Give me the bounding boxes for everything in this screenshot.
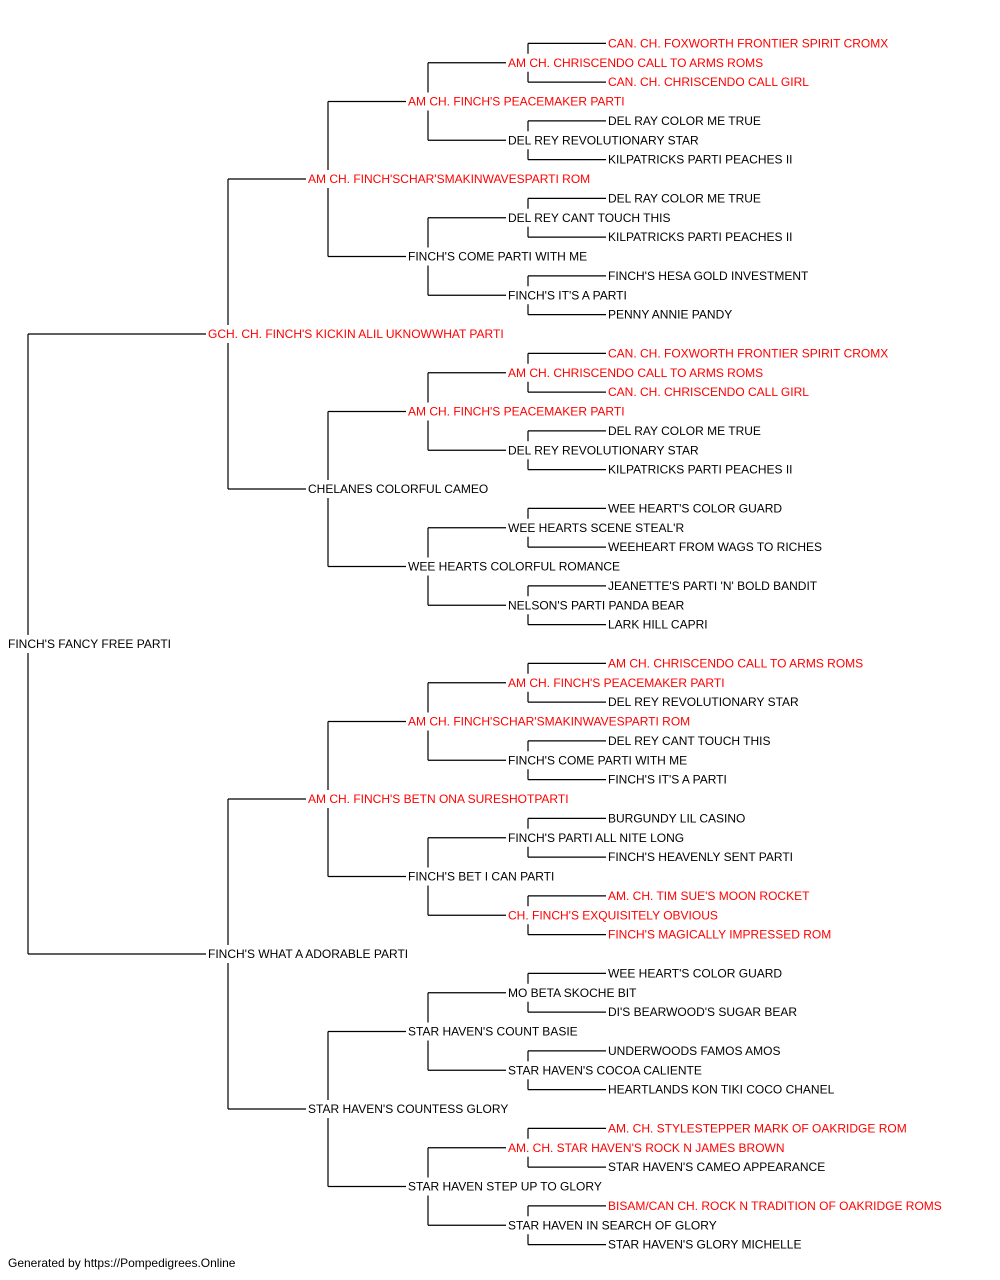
ancestor-name[interactable]: AM CH. FINCH'SCHAR'SMAKINWAVESPARTI ROM	[308, 172, 590, 186]
ancestor-name[interactable]: MO BETA SKOCHE BIT	[508, 986, 637, 1000]
ancestor-name[interactable]: UNDERWOODS FAMOS AMOS	[608, 1044, 780, 1058]
ancestor-name[interactable]: KILPATRICKS PARTI PEACHES II	[608, 153, 793, 167]
ancestor-name[interactable]: BURGUNDY LIL CASINO	[608, 811, 745, 825]
footer-credit: Generated by https://Pompedigrees.Online	[8, 1256, 236, 1270]
ancestor-name[interactable]: STAR HAVEN STEP UP TO GLORY	[408, 1180, 602, 1194]
ancestor-name[interactable]: FINCH'S COME PARTI WITH ME	[408, 250, 587, 264]
ancestor-name[interactable]: CAN. CH. CHRISCENDO CALL GIRL	[608, 385, 809, 399]
ancestor-name[interactable]: WEE HEARTS COLORFUL ROMANCE	[408, 560, 620, 574]
ancestor-name[interactable]: AM CH. FINCH'SCHAR'SMAKINWAVESPARTI ROM	[408, 715, 690, 729]
ancestor-name[interactable]: FINCH'S FANCY FREE PARTI	[8, 637, 171, 651]
ancestor-name[interactable]: FINCH'S COME PARTI WITH ME	[508, 753, 687, 767]
ancestor-name[interactable]: FINCH'S HESA GOLD INVESTMENT	[608, 269, 809, 283]
ancestor-name[interactable]: STAR HAVEN IN SEARCH OF GLORY	[508, 1218, 717, 1232]
ancestor-name[interactable]: GCH. CH. FINCH'S KICKIN ALIL UKNOWWHAT P…	[208, 327, 504, 341]
ancestor-name[interactable]: FINCH'S WHAT A ADORABLE PARTI	[208, 947, 408, 961]
ancestor-name[interactable]: FINCH'S IT'S A PARTI	[608, 773, 727, 787]
ancestor-name[interactable]: STAR HAVEN'S CAMEO APPEARANCE	[608, 1160, 825, 1174]
ancestor-name[interactable]: BISAM/CAN CH. ROCK N TRADITION OF OAKRID…	[608, 1199, 942, 1213]
ancestor-name[interactable]: AM. CH. TIM SUE'S MOON ROCKET	[608, 889, 810, 903]
ancestor-name[interactable]: WEEHEART FROM WAGS TO RICHES	[608, 540, 822, 554]
ancestor-name[interactable]: STAR HAVEN'S COUNTESS GLORY	[308, 1102, 508, 1116]
ancestor-name[interactable]: FINCH'S HEAVENLY SENT PARTI	[608, 850, 793, 864]
ancestor-name[interactable]: AM CH. FINCH'S PEACEMAKER PARTI	[408, 405, 625, 419]
ancestor-name[interactable]: DI'S BEARWOOD'S SUGAR BEAR	[608, 1005, 797, 1019]
ancestor-name[interactable]: STAR HAVEN'S COCOA CALIENTE	[508, 1063, 702, 1077]
ancestor-name[interactable]: DEL RAY COLOR ME TRUE	[608, 424, 761, 438]
ancestor-name[interactable]: STAR HAVEN'S COUNT BASIE	[408, 1025, 578, 1039]
ancestor-name[interactable]: DEL REY REVOLUTIONARY STAR	[508, 133, 699, 147]
ancestor-name[interactable]: JEANETTE'S PARTI 'N' BOLD BANDIT	[608, 579, 818, 593]
ancestor-name[interactable]: DEL RAY COLOR ME TRUE	[608, 191, 761, 205]
ancestor-name[interactable]: AM CH. CHRISCENDO CALL TO ARMS ROMS	[508, 56, 763, 70]
ancestor-name[interactable]: CAN. CH. CHRISCENDO CALL GIRL	[608, 75, 809, 89]
ancestor-name[interactable]: DEL RAY COLOR ME TRUE	[608, 114, 761, 128]
ancestor-name[interactable]: DEL REY REVOLUTIONARY STAR	[508, 443, 699, 457]
ancestor-name[interactable]: NELSON'S PARTI PANDA BEAR	[508, 598, 685, 612]
ancestor-name[interactable]: FINCH'S IT'S A PARTI	[508, 288, 627, 302]
ancestor-name[interactable]: DEL REY REVOLUTIONARY STAR	[608, 695, 799, 709]
ancestor-name[interactable]: CHELANES COLORFUL CAMEO	[308, 482, 488, 496]
ancestor-name[interactable]: KILPATRICKS PARTI PEACHES II	[608, 230, 793, 244]
ancestor-name[interactable]: AM CH. CHRISCENDO CALL TO ARMS ROMS	[608, 656, 863, 670]
ancestor-name[interactable]: FINCH'S MAGICALLY IMPRESSED ROM	[608, 928, 831, 942]
ancestor-name[interactable]: LARK HILL CAPRI	[608, 618, 708, 632]
ancestor-name[interactable]: FINCH'S PARTI ALL NITE LONG	[508, 831, 684, 845]
ancestor-name[interactable]: PENNY ANNIE PANDY	[608, 308, 732, 322]
ancestor-name[interactable]: DEL REY CANT TOUCH THIS	[508, 211, 671, 225]
ancestor-name[interactable]: DEL REY CANT TOUCH THIS	[608, 734, 771, 748]
ancestor-name[interactable]: HEARTLANDS KON TIKI COCO CHANEL	[608, 1083, 835, 1097]
ancestor-name[interactable]: WEE HEART'S COLOR GUARD	[608, 966, 782, 980]
ancestor-name[interactable]: CAN. CH. FOXWORTH FRONTIER SPIRIT CROMX	[608, 346, 888, 360]
ancestor-name[interactable]: FINCH'S BET I CAN PARTI	[408, 870, 554, 884]
ancestor-name[interactable]: CH. FINCH'S EXQUISITELY OBVIOUS	[508, 908, 718, 922]
ancestor-name[interactable]: AM. CH. STAR HAVEN'S ROCK N JAMES BROWN	[508, 1141, 785, 1155]
ancestor-name[interactable]: AM. CH. STYLESTEPPER MARK OF OAKRIDGE RO…	[608, 1121, 907, 1135]
ancestor-name[interactable]: WEE HEART'S COLOR GUARD	[608, 501, 782, 515]
ancestor-name[interactable]: CAN. CH. FOXWORTH FRONTIER SPIRIT CROMX	[608, 36, 888, 50]
ancestor-name[interactable]: AM CH. FINCH'S PEACEMAKER PARTI	[408, 95, 625, 109]
ancestor-name[interactable]: KILPATRICKS PARTI PEACHES II	[608, 463, 793, 477]
ancestor-name[interactable]: AM CH. FINCH'S PEACEMAKER PARTI	[508, 676, 725, 690]
ancestor-name[interactable]: STAR HAVEN'S GLORY MICHELLE	[608, 1238, 801, 1252]
ancestor-name[interactable]: AM CH. CHRISCENDO CALL TO ARMS ROMS	[508, 366, 763, 380]
ancestor-name[interactable]: AM CH. FINCH'S BETN ONA SURESHOTPARTI	[308, 792, 569, 806]
ancestor-name[interactable]: WEE HEARTS SCENE STEAL'R	[508, 521, 684, 535]
